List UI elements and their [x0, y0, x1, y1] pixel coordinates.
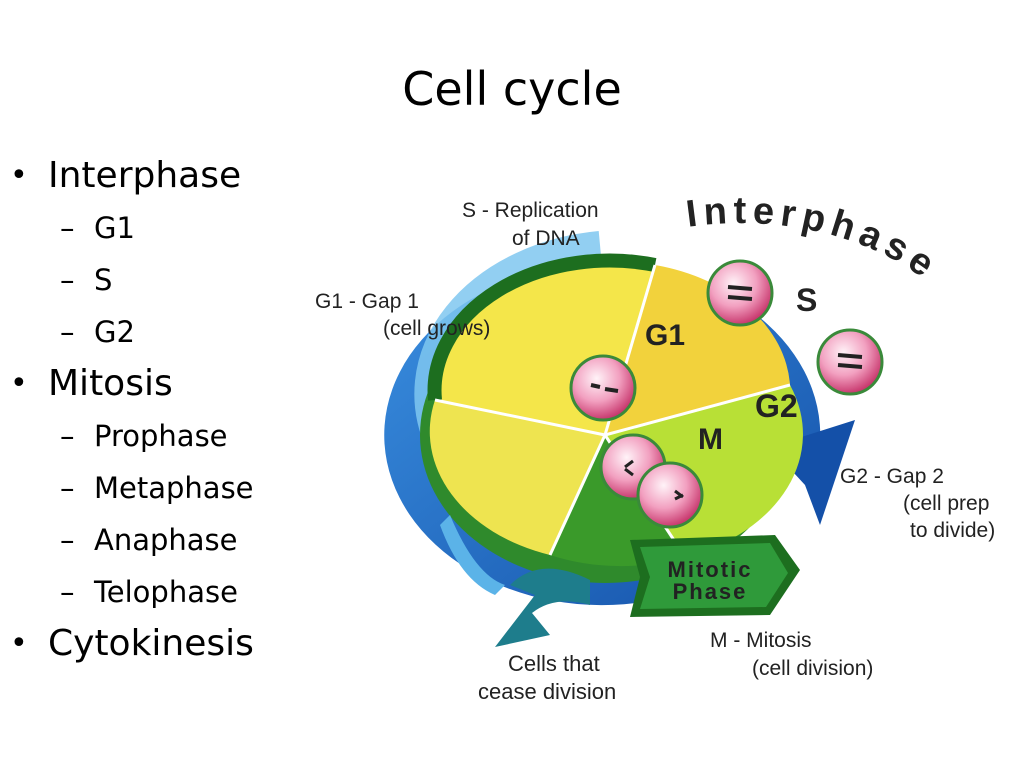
sector-g2-label: G2: [755, 388, 798, 424]
mitotic-phase-banner: Mitotic Phase: [630, 535, 800, 617]
sector-g1-lower-shape: [429, 400, 605, 555]
sub-bullet: –Prophase: [10, 410, 310, 462]
sub-bullet: –Anaphase: [10, 514, 310, 566]
sub-bullet-label: G1: [94, 211, 135, 245]
sub-bullet: –G2: [10, 306, 310, 358]
sub-bullet: –G1: [10, 202, 310, 254]
cell-cycle-diagram: Interphase G1 S G2 M: [300, 185, 1024, 710]
callout-g2-line1: G2 - Gap 2: [840, 465, 944, 488]
callout-g1-line1: G1 - Gap 1: [315, 290, 419, 313]
bullet-interphase: • Interphase –G1 –S –G2: [10, 150, 310, 358]
callout-g2-line3: to divide): [910, 519, 995, 542]
callout-cease-line2: cease division: [478, 679, 616, 704]
callout-cease-line1: Cells that: [508, 651, 600, 676]
bullet-list: • Interphase –G1 –S –G2 • Mitosis –Prophas…: [10, 150, 310, 670]
bullet-label: Cytokinesis: [48, 623, 254, 664]
cell-g2: [816, 328, 884, 396]
sub-bullet-label: Prophase: [94, 419, 228, 453]
cell-s: [706, 259, 774, 327]
bullet-mitosis: •Mitosis –Prophase –Metaphase –Anaphase …: [10, 358, 310, 618]
cell-g1: [569, 354, 637, 422]
phase-disk: G1 S G2 M: [420, 253, 817, 583]
bullet-label: Mitosis: [48, 363, 173, 404]
bullet-cytokinesis: • Cytokinesis: [10, 618, 310, 670]
bullet-dot-icon: •: [10, 158, 28, 193]
mitotic-label-line1: Mitotic: [668, 557, 753, 582]
sub-bullet-label: Metaphase: [94, 471, 254, 505]
sub-bullet: –Telophase: [10, 566, 310, 618]
callout-m-line1: M - Mitosis: [710, 629, 812, 652]
sector-s-label: S: [796, 282, 817, 318]
bullet-dot-icon: •: [10, 366, 28, 401]
bullet-label: Interphase: [48, 155, 242, 196]
slide-title: Cell cycle: [402, 62, 622, 116]
sector-m-shape: [550, 435, 685, 567]
sub-bullet-label: G2: [94, 315, 135, 349]
sub-bullet-label: Anaphase: [94, 523, 238, 557]
mitotic-label-line2: Phase: [673, 579, 748, 604]
sub-bullet: –Metaphase: [10, 462, 310, 514]
disk-edge: [427, 253, 657, 401]
callout-m-line2: (cell division): [752, 657, 873, 680]
callout-g2-line2: (cell prep: [903, 492, 989, 515]
sub-bullet-label: S: [94, 263, 113, 297]
callout-s-line2: of DNA: [512, 227, 580, 250]
sub-bullet: –S: [10, 254, 310, 306]
bullet-dot-icon: •: [10, 626, 28, 661]
sector-g2-shape: [605, 385, 803, 557]
cell-dividing: [599, 433, 704, 529]
cease-division-arrow: [440, 515, 590, 647]
sector-g1-label: G1: [645, 319, 685, 352]
callout-s-line1: S - Replication: [462, 199, 599, 222]
sub-bullet-label: Telophase: [94, 575, 238, 609]
callout-g1-line2: (cell grows): [383, 317, 490, 340]
sector-m-label: M: [698, 423, 723, 456]
